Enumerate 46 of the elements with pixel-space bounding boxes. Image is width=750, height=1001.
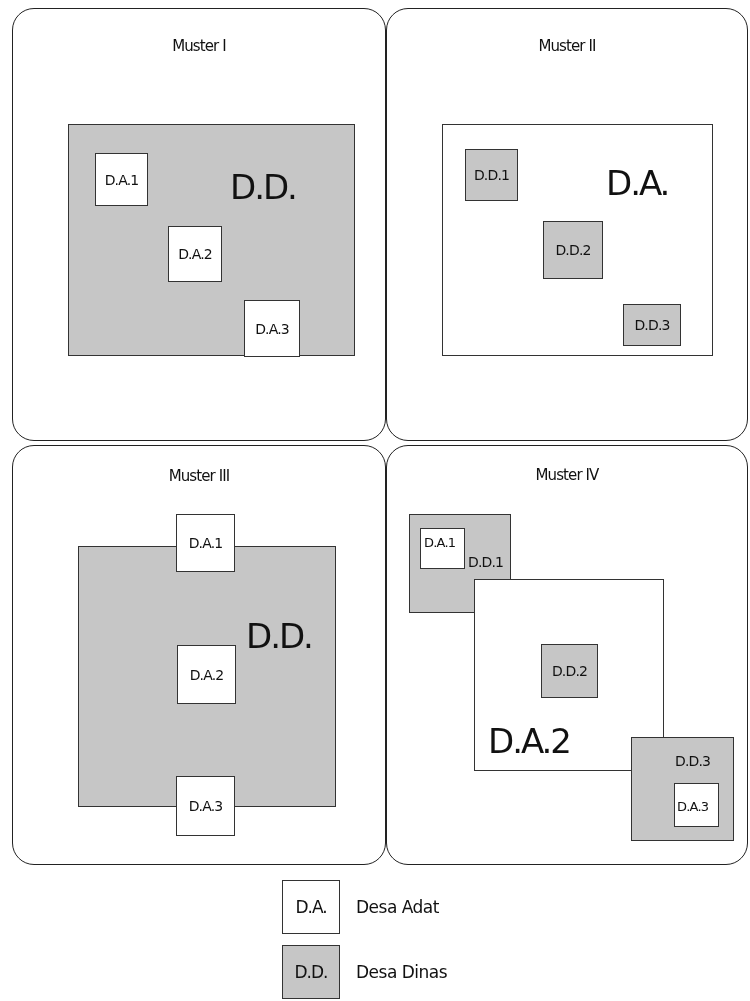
area-label: D.A.2 xyxy=(177,245,213,264)
pattern-panel xyxy=(12,8,386,441)
area-label: D.D. xyxy=(246,619,312,653)
desa-adat-area xyxy=(176,776,235,836)
area-label: D.D.2 xyxy=(554,241,592,260)
desa-adat-area xyxy=(168,226,222,282)
area-label: D.D.2 xyxy=(550,662,589,681)
desa-dinas-area xyxy=(543,221,603,279)
area-label: D.A.3 xyxy=(187,797,224,816)
area-label: D.A.1 xyxy=(424,536,456,549)
desa-dinas-area xyxy=(541,644,598,698)
pattern-panel xyxy=(386,445,748,865)
desa-adat-area xyxy=(177,645,236,704)
panel-title: Muster III xyxy=(167,469,231,484)
legend-label: Desa Adat xyxy=(356,897,439,917)
legend-abbreviation: D.A. xyxy=(295,897,327,917)
pattern-panel xyxy=(12,445,386,865)
desa-adat-area xyxy=(442,124,713,356)
area-label: D.A.1 xyxy=(103,170,140,190)
legend-abbreviation: D.D. xyxy=(294,962,328,982)
area-label: D.A.3 xyxy=(254,319,290,339)
desa-dinas-area xyxy=(68,124,355,356)
desa-dinas-area xyxy=(623,304,681,346)
legend-label: Desa Dinas xyxy=(356,962,447,982)
desa-adat-area xyxy=(474,579,664,771)
panel-title: Muster II xyxy=(537,39,597,54)
pattern-panel xyxy=(386,8,748,441)
area-label: D.A.2 xyxy=(188,665,225,685)
desa-dinas-area xyxy=(465,149,518,201)
area-label: D.D. xyxy=(230,170,296,204)
panel-title: Muster I xyxy=(171,39,227,54)
panel-title: Muster IV xyxy=(534,468,600,483)
desa-adat-area xyxy=(244,300,300,357)
area-label: D.D.1 xyxy=(472,166,511,185)
area-label: D.D.3 xyxy=(675,754,711,768)
area-label: D.A.1 xyxy=(187,534,224,553)
desa-adat-area xyxy=(176,514,235,572)
area-label: D.D.3 xyxy=(633,316,671,335)
area-label: D.A.2 xyxy=(488,724,570,758)
area-label: D.D.1 xyxy=(468,555,504,569)
area-label: D.A. xyxy=(606,166,669,200)
desa-dinas-area xyxy=(631,737,734,841)
desa-adat-area xyxy=(420,528,465,569)
desa-adat-area xyxy=(95,153,148,206)
desa-adat-area xyxy=(674,783,719,827)
area-label: D.A.3 xyxy=(677,800,709,813)
